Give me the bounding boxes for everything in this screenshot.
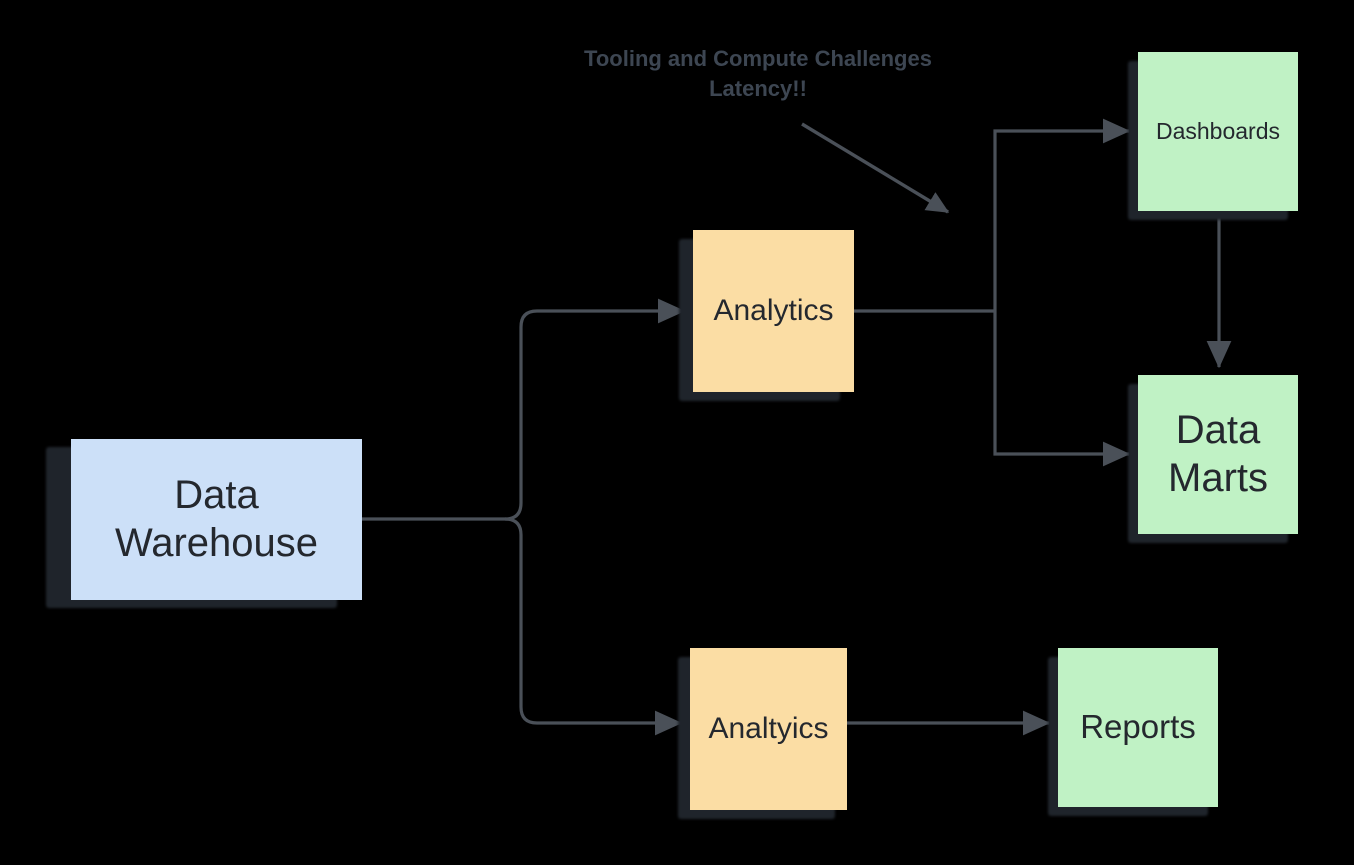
node-reports[interactable]: Reports xyxy=(1058,648,1218,807)
node-analytics-top[interactable]: Analytics xyxy=(693,230,854,392)
edge-warehouse-to-analytics-bottom xyxy=(504,517,683,736)
edge-warehouse-to-analytics-top xyxy=(504,298,686,521)
edge-analytics-to-data-marts xyxy=(993,311,1131,467)
edge-annotation-to-analytics xyxy=(801,122,950,214)
node-dashboards[interactable]: Dashboards xyxy=(1138,52,1298,211)
node-data-warehouse[interactable]: Data Warehouse xyxy=(71,439,362,600)
node-analytics-bottom[interactable]: Analtyics xyxy=(690,648,847,810)
edge-analytics-to-dashboards xyxy=(993,118,1131,311)
node-data-marts[interactable]: Data Marts xyxy=(1138,375,1298,534)
annotation-label: Tooling and Compute Challenges Latency!! xyxy=(584,46,932,102)
